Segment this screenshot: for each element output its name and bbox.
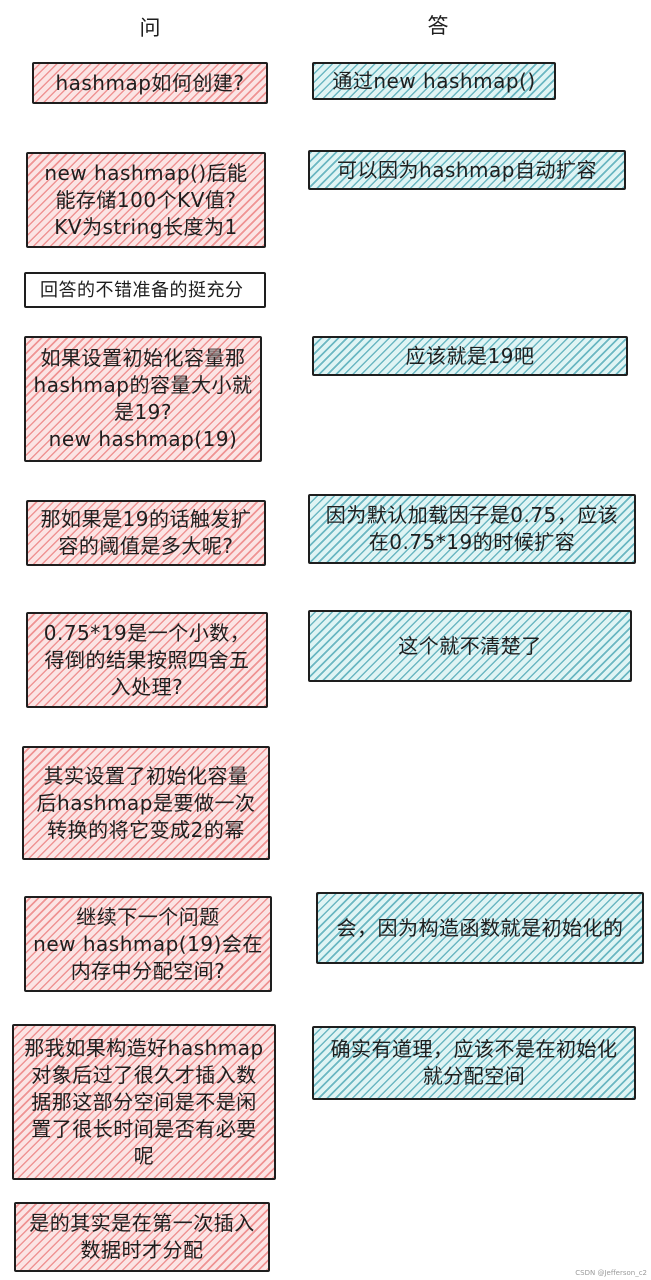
question-4: 那如果是19的话触发扩 容的阈值是多大呢? xyxy=(26,500,266,566)
question-1: hashmap如何创建? xyxy=(32,62,268,104)
answer-1: 通过new hashmap() xyxy=(312,62,556,100)
question-8: 那我如果构造好hashmap 对象后过了很久才插入数 据那这部分空间是不是闲 置… xyxy=(12,1024,276,1180)
question-3: 如果设置初始化容量那 hashmap的容量大小就 是19? new hashma… xyxy=(24,336,262,462)
question-column-header: 问 xyxy=(139,16,161,40)
answer-8: 确实有道理，应该不是在初始化 就分配空间 xyxy=(312,1026,636,1100)
answer-5: 这个就不清楚了 xyxy=(308,610,632,682)
interviewer-comment: 回答的不错准备的挺充分 xyxy=(24,272,266,308)
question-9: 是的其实是在第一次插入 数据时才分配 xyxy=(14,1202,270,1272)
answer-4: 因为默认加载因子是0.75，应该 在0.75*19的时候扩容 xyxy=(308,494,636,564)
question-5: 0.75*19是一个小数， 得倒的结果按照四舍五 入处理? xyxy=(26,612,268,708)
question-6: 其实设置了初始化容量 后hashmap是要做一次 转换的将它变成2的幂 xyxy=(22,746,270,860)
answer-7: 会，因为构造函数就是初始化的 xyxy=(316,892,644,964)
answer-column-header: 答 xyxy=(427,14,449,38)
watermark: CSDN @Jefferson_c2 xyxy=(575,1269,647,1277)
question-7: 继续下一个问题 new hashmap(19)会在 内存中分配空间? xyxy=(24,896,272,992)
answer-2: 可以因为hashmap自动扩容 xyxy=(308,150,626,190)
question-2: new hashmap()后能 能存储100个KV值? KV为string长度为… xyxy=(26,152,266,248)
answer-3: 应该就是19吧 xyxy=(312,336,628,376)
